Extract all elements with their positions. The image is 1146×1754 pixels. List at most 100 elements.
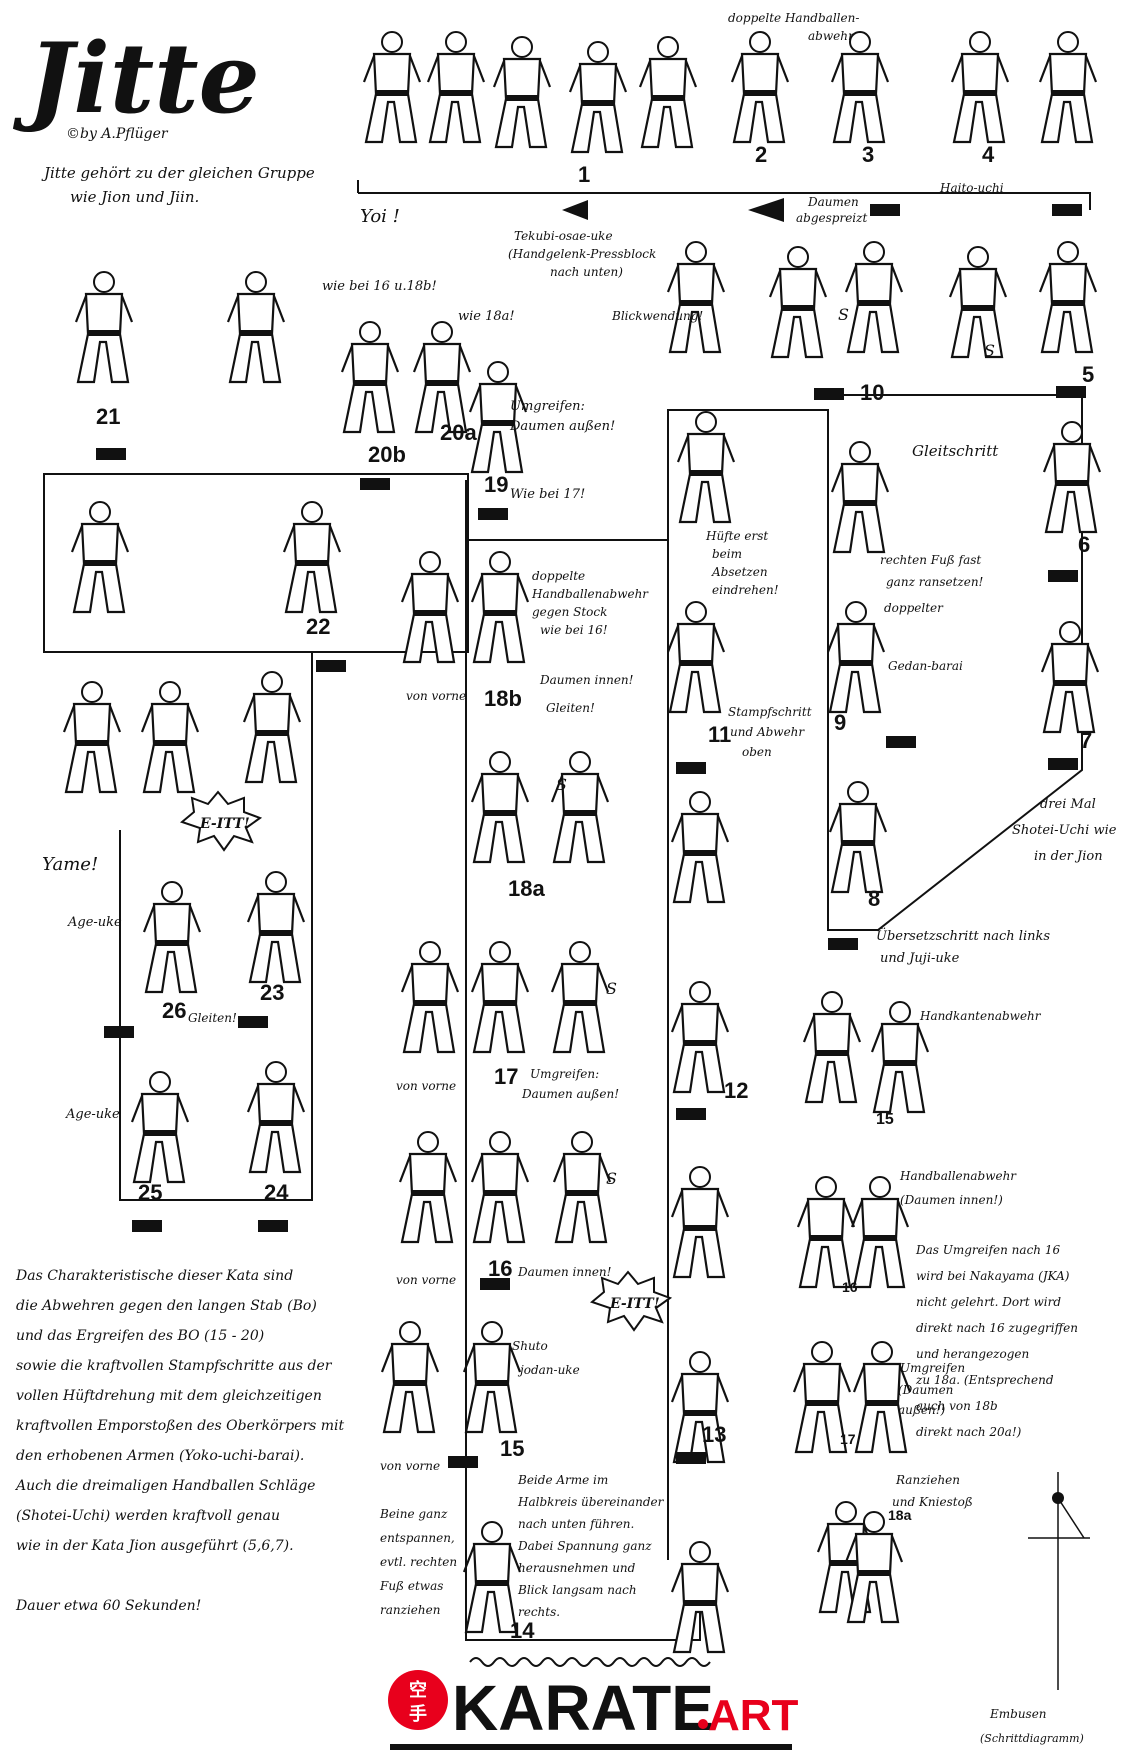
kata-title: Jitte	[12, 22, 260, 135]
karateka-figure-51	[246, 871, 306, 984]
age-uke-2: Age-uke	[65, 1107, 120, 1122]
gedan-2: Gedan-barai	[888, 659, 963, 673]
karateka-figure-33	[670, 1541, 730, 1654]
gedan-1: doppelter	[884, 601, 944, 615]
umgreifen-17-1: Umgreifen:	[530, 1067, 599, 1081]
step-26: 26	[162, 998, 186, 1023]
haito-uchi-label: Haito-uchi	[939, 181, 1004, 195]
karateka-figure-1	[362, 31, 422, 144]
blickwendung-label: Blickwendung!	[611, 309, 703, 323]
step-24: 24	[264, 1180, 289, 1205]
kata-description: Das Charakteristische dieser Kata sind di…	[14, 1268, 345, 1614]
von-vorne-3: von vorne	[396, 1273, 456, 1287]
doppelte-18b-5: Daumen innen!	[539, 673, 634, 687]
karateka-figure-55	[870, 1001, 930, 1114]
direction-arrow-1	[562, 200, 588, 220]
rechten-fuss-1: rechten Fuß fast	[880, 553, 981, 567]
karateka-figure-49	[242, 671, 302, 784]
s-marker-4: S	[606, 979, 617, 998]
step-1: 1	[578, 162, 590, 187]
karateka-figure-17	[666, 241, 726, 354]
karateka-figure-4	[568, 41, 628, 154]
karateka-figure-27	[676, 411, 736, 524]
position-marker-20	[480, 1278, 510, 1290]
karateka-figure-2	[426, 31, 486, 144]
step-25: 25	[138, 1180, 162, 1205]
description-line-1: Das Charakteristische dieser Kata sind	[15, 1268, 293, 1284]
karateka-figure-37	[550, 751, 610, 864]
karateka-figure-45	[462, 1321, 522, 1434]
wie-18a-label: wie 18a!	[458, 309, 515, 324]
umgreifen-daumen-1: Umgreifen	[900, 1361, 965, 1375]
karateka-figure-30	[670, 981, 730, 1094]
nakayama-line-1: Das Umgreifen nach 16	[915, 1243, 1060, 1257]
s-marker-5: S	[606, 1169, 617, 1188]
position-marker-3	[1056, 386, 1086, 398]
description-line-2: die Abwehren gegen den langen Stab (Bo)	[16, 1298, 317, 1314]
handballen-2: (Daumen innen!)	[900, 1193, 1003, 1207]
nakayama-line-8: direkt nach 20a!)	[916, 1425, 1022, 1439]
position-marker-13	[676, 1452, 706, 1464]
position-marker-21	[448, 1456, 478, 1468]
karateka-figure-7	[830, 31, 890, 144]
s-marker-3: S	[556, 775, 567, 794]
karateka-figure-57	[850, 1176, 910, 1289]
step-9: 9	[834, 710, 846, 735]
shuto-1: Shuto	[512, 1339, 548, 1353]
logo-suffix: ART	[708, 1691, 799, 1740]
ranziehen-1: Ranziehen	[895, 1473, 960, 1487]
huefte-3: Absetzen	[711, 565, 768, 579]
nakayama-line-6: zu 18a. (Entsprechend	[915, 1373, 1054, 1387]
step-4: 4	[982, 142, 995, 167]
karateka-figure-58	[792, 1341, 852, 1454]
embusen-sublabel: (Schrittdiagramm)	[980, 1732, 1084, 1745]
gleitschritt-label: Gleitschritt	[912, 442, 999, 460]
karateka-figure-10	[74, 271, 134, 384]
step-20b: 20b	[368, 442, 406, 467]
step-13: 13	[702, 1422, 726, 1447]
doppelte-18b-1: doppelte	[532, 569, 585, 583]
uebersetz-2: und Juji-uke	[880, 951, 960, 966]
karateka-figure-11	[226, 271, 286, 384]
step-14: 14	[510, 1618, 535, 1643]
step-numbers: 1 2 3 4 5 6 7 8 9 10 11 12 13 14 15 16 1…	[96, 142, 1094, 1643]
beine-line-3: evtl. rechten	[380, 1555, 457, 1569]
step-23: 23	[260, 980, 284, 1005]
karateka-figure-53	[246, 1061, 306, 1174]
position-marker-1	[870, 204, 900, 216]
nakayama-line-3: nicht gelehrt. Dort wird	[916, 1295, 1061, 1309]
karateka-figure-26	[828, 781, 888, 894]
kiai-text-1: E-ITT!	[199, 816, 250, 832]
wie-16-18b-label: wie bei 16 u.18b!	[322, 279, 437, 294]
step-11: 11	[708, 722, 731, 747]
gleiten-label: Gleiten!	[188, 1011, 237, 1025]
karateka-figure-3	[492, 36, 552, 149]
description-line-7: den erhobenen Armen (Yoko-uchi-barai).	[16, 1448, 304, 1464]
kiai-burst-1: E-ITT!	[179, 790, 263, 852]
karateka-figure-5	[638, 36, 698, 149]
position-marker-19	[258, 1220, 288, 1232]
drei-mal-2: Shotei-Uchi wie	[1012, 823, 1117, 838]
s-marker-2: S	[984, 341, 995, 360]
subtitle-line-1: Jitte gehört zu der gleichen Gruppe	[41, 164, 315, 182]
karateka-figure-56	[796, 1176, 856, 1289]
karateka-figure-39	[470, 941, 530, 1054]
karateka-figure-43	[552, 1131, 612, 1244]
annotations: Yoi ! Yame! doppelte Handballen- abwehr …	[14, 11, 1117, 1745]
karateka-figure-46	[462, 1521, 522, 1634]
umgreifen-19-1: Umgreifen:	[510, 399, 585, 414]
description-line-8: Auch die dreimaligen Handballen Schläge	[14, 1478, 315, 1494]
step-5: 5	[1082, 362, 1094, 387]
umgreifen-17-2: Daumen außen!	[521, 1087, 619, 1101]
step-2: 2	[755, 142, 767, 167]
step-6: 6	[1078, 532, 1090, 557]
s-markers: S S S S S	[556, 305, 995, 1188]
step-3: 3	[862, 142, 874, 167]
umgreifen-19-2: Daumen außen!	[509, 419, 615, 434]
karateka-figure-34	[400, 551, 460, 664]
beide-arme-line-2: Halbkreis übereinander	[517, 1495, 665, 1509]
position-marker-15	[828, 938, 858, 950]
nakayama-note: Das Umgreifen nach 16 wird bei Nakayama (…	[915, 1243, 1078, 1439]
nakayama-line-2: wird bei Nakayama (JKA)	[916, 1269, 1070, 1283]
